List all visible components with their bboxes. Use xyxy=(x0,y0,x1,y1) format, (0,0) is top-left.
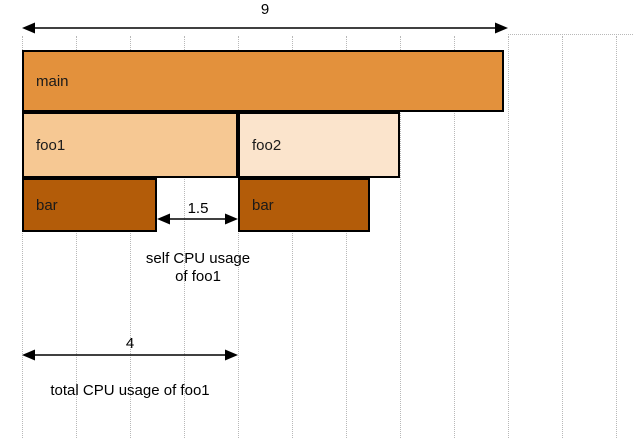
gridline xyxy=(346,36,347,438)
gridline xyxy=(238,36,239,438)
measure-value-total-width-of-main: 9 xyxy=(260,1,270,18)
frame-label: foo1 xyxy=(36,136,66,154)
gridline xyxy=(508,36,509,438)
frame-label: bar xyxy=(36,196,58,214)
gridline xyxy=(130,36,131,438)
gridline xyxy=(562,36,563,438)
flame-frame-main[interactable]: main xyxy=(22,50,504,112)
flame-frame-foo2[interactable]: foo2 xyxy=(238,112,400,178)
flame-frame-bar[interactable]: bar xyxy=(22,178,157,232)
gridline xyxy=(22,36,23,438)
measure-caption-total-cpu-usage-of-foo1: total CPU usage of foo1 xyxy=(50,382,210,399)
gridline xyxy=(454,36,455,438)
gridline xyxy=(184,36,185,438)
flame-frame-foo1[interactable]: foo1 xyxy=(22,112,238,178)
gridline xyxy=(76,36,77,438)
gridline xyxy=(292,36,293,438)
gridline xyxy=(400,36,401,438)
measure-value-self-cpu-usage-of-foo1: 1.5 xyxy=(187,200,209,217)
measure-arrow-total-width-of-main xyxy=(22,21,508,35)
axis-dotted-continuation xyxy=(508,34,633,35)
measure-value-total-cpu-usage-of-foo1: 4 xyxy=(125,335,135,352)
flame-frame-bar[interactable]: bar xyxy=(238,178,370,232)
frame-label: foo2 xyxy=(252,136,282,154)
gridline xyxy=(616,36,617,438)
measure-arrow-total-cpu-usage-of-foo1 xyxy=(22,348,238,362)
frame-label: main xyxy=(36,72,69,90)
measure-caption-self-cpu-usage-of-foo1: self CPU usage of foo1 xyxy=(145,250,251,286)
measure-arrow-self-cpu-usage-of-foo1 xyxy=(157,212,238,226)
frame-label: bar xyxy=(252,196,274,214)
